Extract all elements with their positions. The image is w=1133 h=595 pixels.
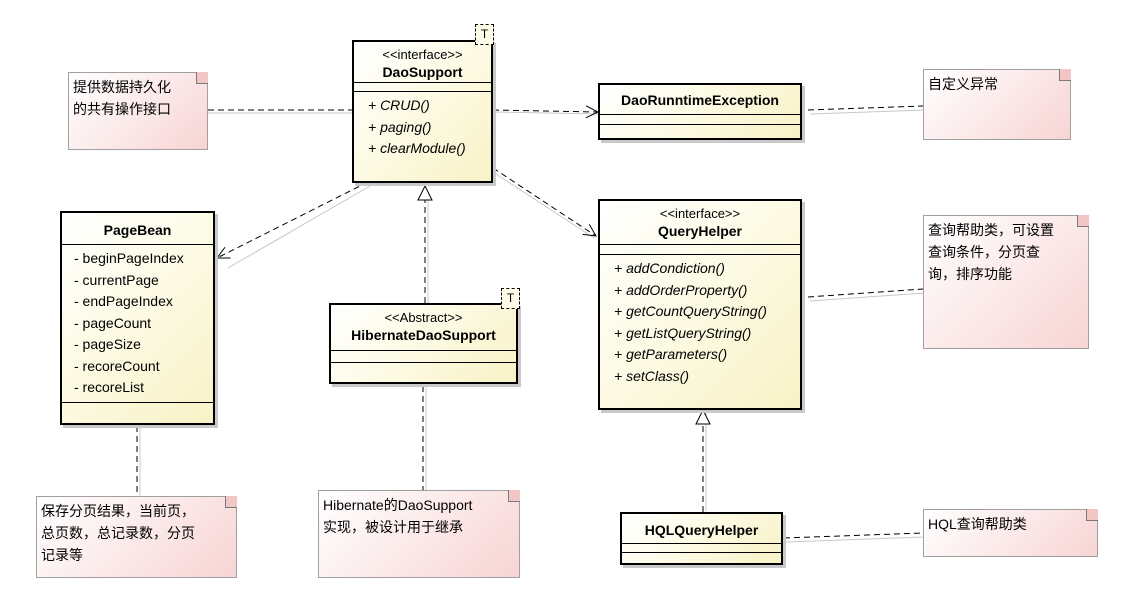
note-query-helper[interactable]: 查询帮助类，可设置 查询条件，分页查 询，排序功能 — [923, 215, 1089, 349]
attributes-compartment — [331, 350, 516, 362]
class-name: QueryHelper — [657, 223, 743, 239]
class-dao-runntime-exception[interactable]: DaoRunntimeException — [598, 83, 802, 140]
note-fold-corner — [1059, 69, 1071, 81]
note-link-exception — [807, 105, 924, 111]
methods-compartment — [600, 124, 800, 134]
note-fold-corner — [225, 496, 237, 508]
stereotype-label: <<interface>> — [382, 47, 463, 62]
template-parameter-badge: T — [501, 288, 520, 309]
note-link-hql — [783, 532, 924, 539]
note-exception[interactable]: 自定义异常 — [923, 69, 1071, 140]
method-row: + CRUD() — [368, 97, 430, 113]
attribute-row: - pageCount — [74, 314, 152, 331]
class-hibernate-dao-support[interactable]: <<Abstract>> HibernateDaoSupport — [329, 303, 518, 384]
note-link-query-helper — [807, 288, 924, 298]
method-row: + getParameters() — [614, 346, 728, 363]
methods-compartment — [622, 552, 781, 561]
class-name: DaoRunntimeException — [621, 92, 779, 108]
class-name: HibernateDaoSupport — [351, 327, 496, 343]
stereotype-label: <<interface>> — [659, 206, 741, 221]
class-query-helper[interactable]: <<interface>> QueryHelper + addCondictio… — [598, 199, 802, 410]
class-name: PageBean — [103, 222, 172, 238]
attribute-row: - currentPage — [74, 271, 159, 288]
methods-compartment — [62, 401, 213, 417]
method-row: + addCondiction() — [614, 260, 725, 276]
class-hql-query-helper[interactable]: HQLQueryHelper — [620, 512, 783, 565]
attributes-compartment — [600, 244, 800, 254]
attribute-row: - endPageIndex — [74, 293, 173, 309]
template-parameter-badge: T — [475, 24, 494, 45]
methods-compartment: + CRUD() + paging() + clearModule() — [354, 91, 491, 163]
note-dao-support[interactable]: 提供数据持久化 的共有操作接口 — [68, 72, 208, 150]
note-page-bean[interactable]: 保存分页结果，当前页， 总页数，总记录数，分页 记录等 — [36, 496, 237, 578]
method-row: + clearModule() — [368, 140, 466, 157]
method-row: + getListQueryString() — [614, 324, 752, 341]
class-name: HQLQueryHelper — [644, 522, 759, 538]
note-hibernate-dao-support[interactable]: Hibernate的DaoSupport 实现，被设计用于继承 — [318, 490, 520, 578]
attribute-row: - recoreList — [74, 379, 145, 395]
method-row: + paging() — [368, 118, 432, 135]
attribute-row: - recoreCount — [74, 357, 160, 374]
attributes-compartment — [600, 114, 800, 124]
dependency-dao-to-exception — [492, 110, 598, 112]
note-hql-query-helper[interactable]: HQL查询帮助类 — [923, 509, 1098, 557]
attributes-compartment — [354, 82, 491, 91]
dependency-dao-to-pagebean — [217, 181, 369, 258]
class-name: DaoSupport — [382, 64, 463, 80]
attributes-compartment: - beginPageIndex - currentPage - endPage… — [62, 244, 213, 402]
note-fold-corner — [1077, 215, 1089, 227]
stereotype-label: <<Abstract>> — [384, 310, 463, 325]
attribute-row: - beginPageIndex — [74, 250, 184, 266]
methods-compartment: + addCondiction() + addOrderProperty() +… — [600, 254, 800, 391]
class-page-bean[interactable]: PageBean - beginPageIndex - currentPage … — [60, 211, 215, 425]
method-row: + addOrderProperty() — [614, 281, 748, 298]
note-fold-corner — [508, 490, 520, 502]
dependency-dao-to-queryhelper — [492, 167, 596, 236]
class-dao-support[interactable]: <<interface>> DaoSupport + CRUD() + pagi… — [352, 40, 493, 183]
attribute-row: - pageSize — [74, 336, 141, 352]
method-row: + setClass() — [614, 367, 690, 384]
note-fold-corner — [196, 72, 208, 84]
method-row: + getCountQueryString() — [614, 303, 767, 320]
methods-compartment — [331, 362, 516, 374]
attributes-compartment — [622, 543, 781, 552]
note-fold-corner — [1086, 509, 1098, 521]
